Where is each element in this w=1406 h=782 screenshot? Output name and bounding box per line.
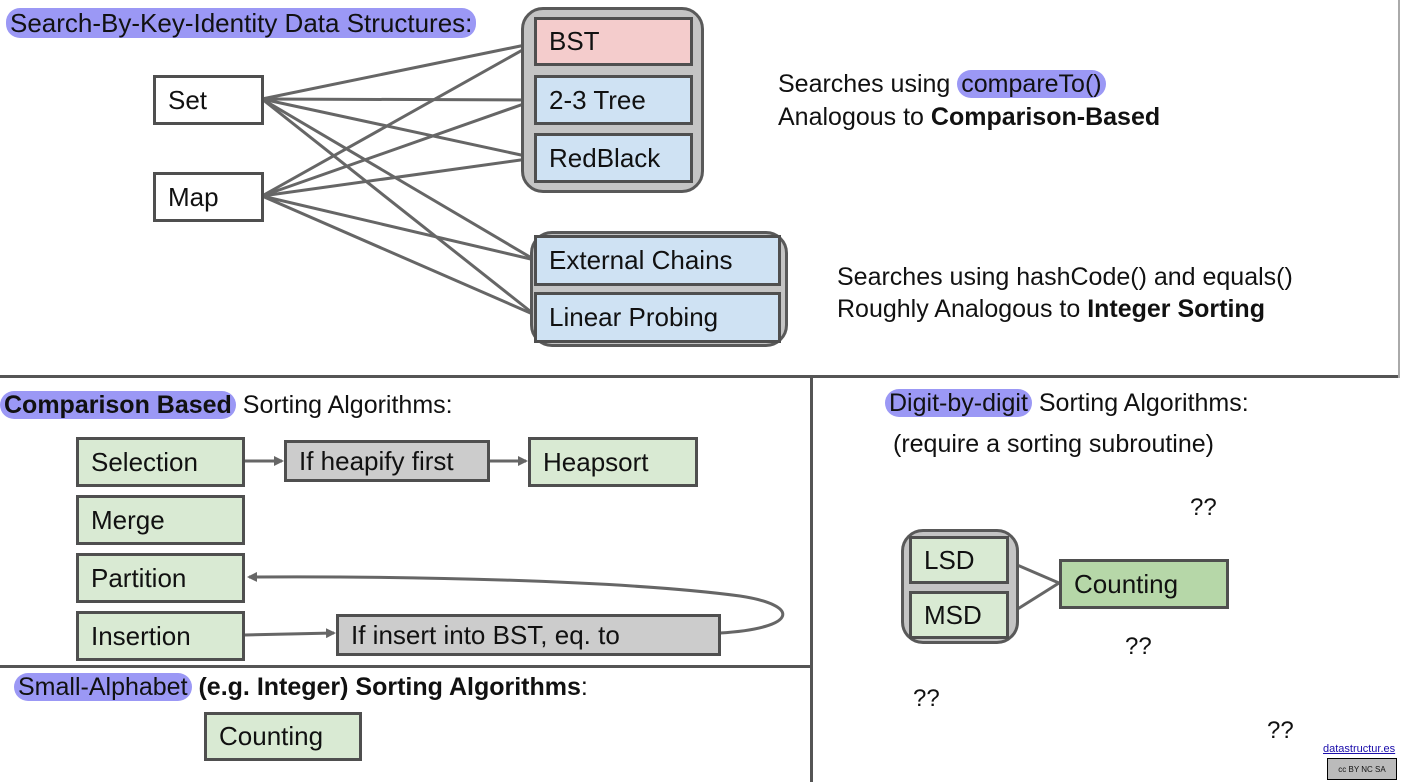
digit-subtitle: (require a sorting subroutine) <box>893 430 1214 458</box>
redblack-label: RedBlack <box>549 142 661 173</box>
map-label: Map <box>168 181 219 212</box>
question-mark-2: ?? <box>1125 633 1152 660</box>
bst-box: BST <box>534 17 693 66</box>
horizontal-divider <box>0 375 1398 378</box>
bst-insert-box: If insert into BST, eq. to <box>336 614 721 656</box>
cc-license-icon: cc BY NC SA <box>1327 758 1397 780</box>
cc-license-label: cc BY NC SA <box>1338 764 1386 774</box>
msd-box: MSD <box>909 591 1009 639</box>
question-mark-3: ?? <box>913 685 940 712</box>
comparison-based-highlight: Comparison Based <box>0 391 236 419</box>
partition-box: Partition <box>76 553 245 603</box>
right-edge-line <box>1398 0 1400 378</box>
compare-note-line2: Analogous to Comparison-Based <box>778 103 1161 131</box>
heapify-box: If heapify first <box>284 440 490 482</box>
map-to-external-line <box>261 194 536 262</box>
set-label: Set <box>168 84 208 115</box>
linear-probing-box: Linear Probing <box>534 292 781 343</box>
compare-note-line1: Searches using compareTo() <box>778 70 1106 99</box>
small-counting-box: Counting <box>204 712 362 761</box>
23tree-box: 2-3 Tree <box>534 75 693 125</box>
map-box: Map <box>153 172 264 222</box>
lsd-box: LSD <box>909 536 1009 584</box>
map-to-linear-line <box>261 194 536 317</box>
map-to-redblack-line <box>261 156 536 198</box>
question-mark-1: ?? <box>1190 494 1217 521</box>
insertion-to-bst-arrow <box>244 628 336 639</box>
bst-label: BST <box>549 26 600 56</box>
merge-box: Merge <box>76 495 245 545</box>
hash-note-line2: Roughly Analogous to Integer Sorting <box>837 295 1265 323</box>
search-structures-title: Search-By-Key-Identity Data Structures: <box>6 8 477 39</box>
redblack-box: RedBlack <box>534 133 693 183</box>
selection-box: Selection <box>76 437 245 487</box>
digit-title: Digit-by-digit Sorting Algorithms: <box>885 389 1249 418</box>
map-to-bst-line <box>261 41 536 198</box>
heapsort-box: Heapsort <box>528 437 698 487</box>
set-to-bst-line <box>261 41 536 101</box>
set-box: Set <box>153 75 264 125</box>
comparison-title: Comparison Based Sorting Algorithms: <box>0 391 453 420</box>
external-chains-box: External Chains <box>534 235 781 286</box>
external-chains-label: External Chains <box>549 245 733 275</box>
set-to-external-line <box>261 97 536 262</box>
left-lower-divider <box>0 665 812 668</box>
bst-to-partition-arrow <box>247 571 785 635</box>
small-alphabet-title: Small-Alphabet (e.g. Integer) Sorting Al… <box>14 673 588 702</box>
set-to-linear-line <box>261 97 536 317</box>
insertion-box: Insertion <box>76 611 245 661</box>
23tree-label: 2-3 Tree <box>549 84 646 115</box>
compareto-highlight: compareTo() <box>957 70 1106 98</box>
digit-by-digit-highlight: Digit-by-digit <box>885 389 1032 417</box>
vertical-divider <box>810 377 813 782</box>
set-to-redblack-line <box>261 97 536 160</box>
set-to-23tree-line <box>261 97 536 102</box>
hash-note-line1: Searches using hashCode() and equals() <box>837 263 1293 291</box>
question-mark-4: ?? <box>1267 717 1294 744</box>
map-to-23tree-line <box>261 98 536 198</box>
linear-probing-label: Linear Probing <box>549 302 719 332</box>
datastructures-link[interactable]: datastructur.es <box>1323 743 1396 755</box>
digit-counting-box: Counting <box>1059 559 1229 609</box>
small-alphabet-highlight: Small-Alphabet <box>14 673 192 701</box>
